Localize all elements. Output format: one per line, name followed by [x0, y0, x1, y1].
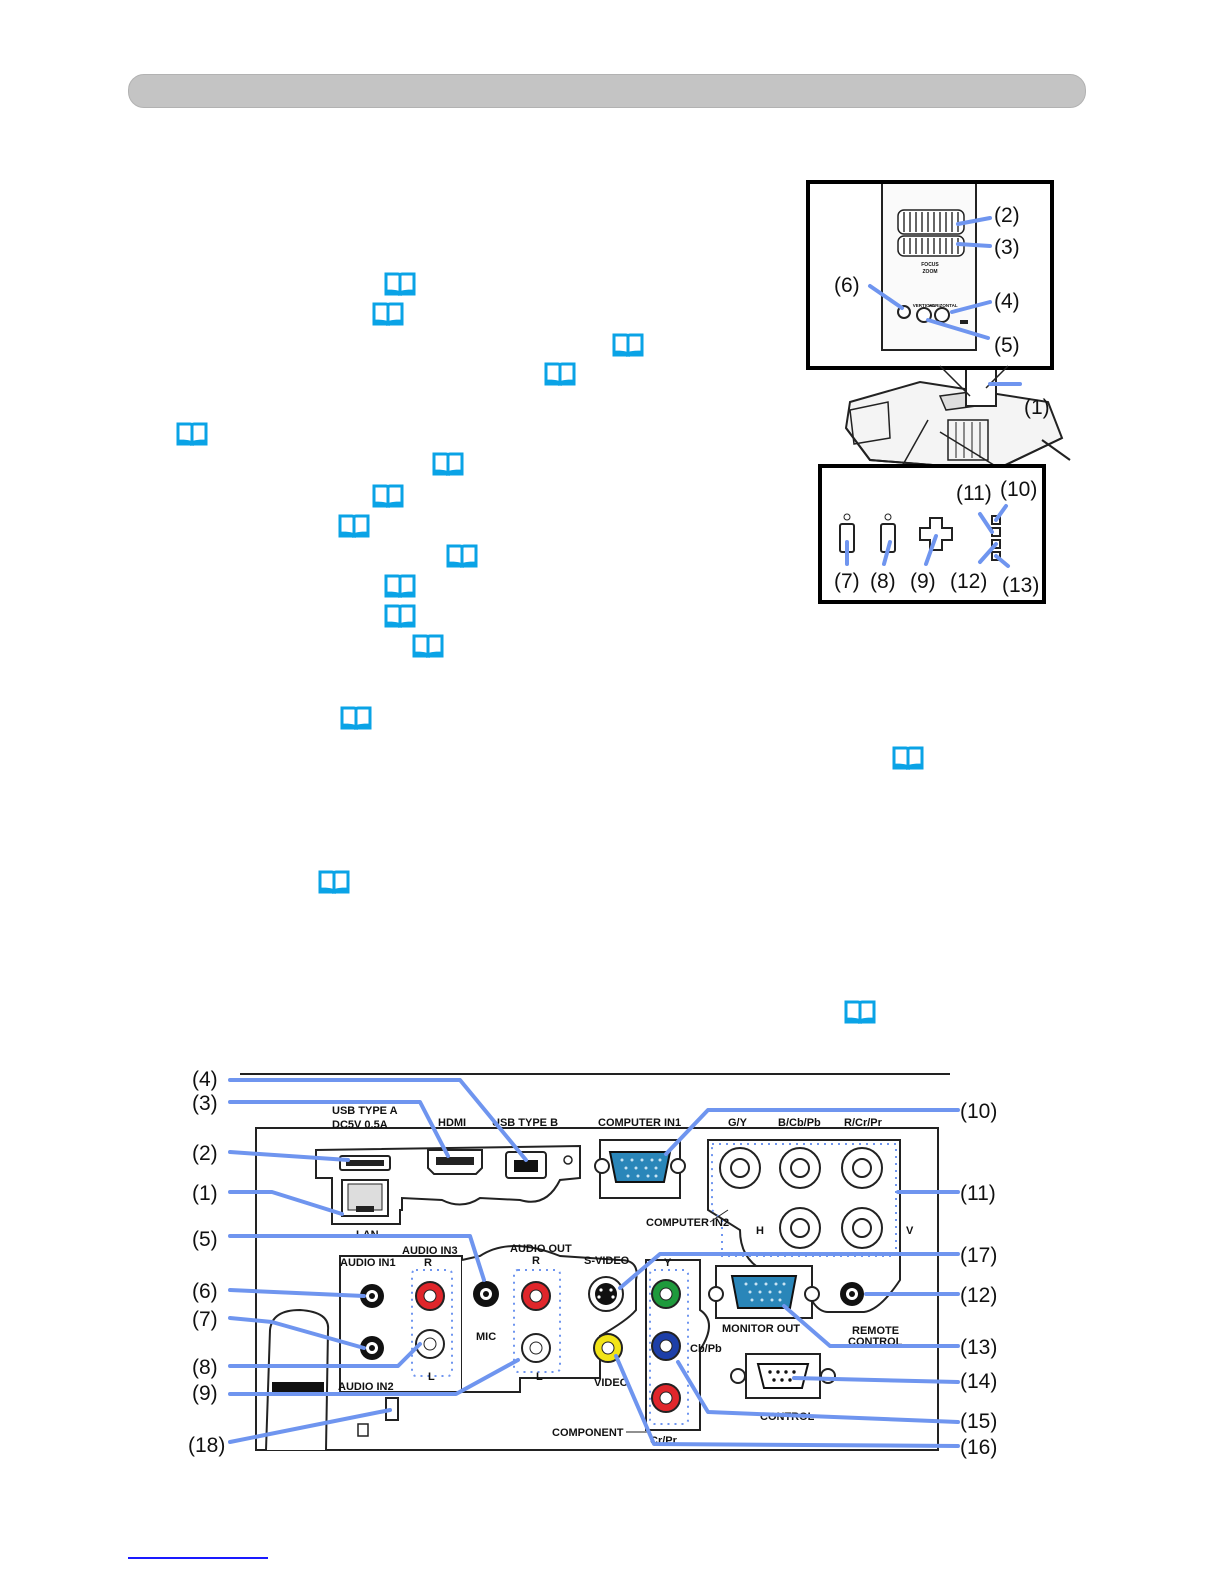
- rear-callout-16: (16): [960, 1436, 997, 1459]
- label-video: VIDEO: [594, 1377, 629, 1389]
- top-callout-7: (7): [834, 570, 860, 593]
- control-panel-inset: [818, 464, 1046, 604]
- label-audio-out: AUDIO OUT: [510, 1243, 572, 1255]
- book-icon[interactable]: [340, 704, 372, 730]
- rear-callout-13: (13): [960, 1336, 997, 1359]
- book-icon[interactable]: [412, 632, 444, 658]
- book-icon[interactable]: [544, 360, 576, 386]
- label-usb-b: USB TYPE B: [492, 1117, 558, 1129]
- horizontal-label: HORIZONTAL: [928, 303, 957, 308]
- label-v: V: [906, 1225, 914, 1237]
- label-component: COMPONENT: [552, 1427, 624, 1439]
- label-bcbpb: B/Cb/Pb: [778, 1117, 821, 1129]
- rear-callout-12: (12): [960, 1284, 997, 1307]
- rear-callout-1: (1): [192, 1182, 218, 1205]
- label-monitor-out: MONITOR OUT: [722, 1323, 800, 1335]
- book-icon[interactable]: [384, 270, 416, 296]
- rear-callout-4: (4): [192, 1068, 218, 1091]
- book-icon[interactable]: [372, 482, 404, 508]
- vertical-label: VERTICAL: [913, 303, 936, 308]
- label-usb-a-rating: DC5V 0.5A: [332, 1119, 388, 1131]
- label-mic: MIC: [476, 1331, 496, 1343]
- rear-callout-6: (6): [192, 1280, 218, 1303]
- bnc-connectors: [719, 1147, 883, 1249]
- rear-callout-2: (2): [192, 1142, 218, 1165]
- footer-link-underline[interactable]: [128, 1557, 268, 1559]
- book-icon[interactable]: [372, 300, 404, 326]
- rear-callout-8: (8): [192, 1356, 218, 1379]
- book-icon[interactable]: [892, 744, 924, 770]
- label-audio-in3: AUDIO IN3: [402, 1245, 458, 1257]
- horizontal-shift-dial[interactable]: [934, 307, 950, 323]
- top-callout-12: (12): [950, 570, 987, 593]
- rear-callout-10: (10): [960, 1100, 997, 1123]
- rear-callout-7: (7): [192, 1308, 218, 1331]
- focus-label: FOCUS: [921, 262, 939, 268]
- label-l1: L: [428, 1371, 435, 1383]
- top-callout-6: (6): [834, 274, 860, 297]
- top-callout-5: (5): [994, 334, 1020, 357]
- label-usb-a: USB TYPE A: [332, 1105, 398, 1117]
- section-title-bar: [128, 74, 1086, 108]
- label-computer-in1: COMPUTER IN1: [598, 1117, 681, 1129]
- label-audio-in2: AUDIO IN2: [338, 1381, 394, 1393]
- kensington-icon: [357, 1423, 369, 1437]
- cursor-buttons[interactable]: [919, 517, 953, 551]
- zoom-label: ZOOM: [923, 269, 938, 275]
- rear-callout-18: (18): [188, 1434, 225, 1457]
- top-callout-11: (11): [956, 482, 992, 505]
- top-callout-9: (9): [910, 570, 936, 593]
- rear-callout-11: (11): [960, 1182, 996, 1205]
- rear-callout-3: (3): [192, 1092, 218, 1115]
- computer-in1-port[interactable]: [608, 1151, 672, 1183]
- top-callout-2: (2): [994, 204, 1020, 227]
- book-icon[interactable]: [384, 602, 416, 628]
- rear-callout-14: (14): [960, 1370, 997, 1393]
- book-icon[interactable]: [844, 998, 876, 1024]
- label-hdmi: HDMI: [438, 1117, 466, 1129]
- top-callout-8: (8): [870, 570, 896, 593]
- book-icon[interactable]: [318, 868, 350, 894]
- label-remote-1: REMOTE: [852, 1325, 899, 1337]
- label-h: H: [756, 1225, 764, 1237]
- rear-callout-9: (9): [192, 1382, 218, 1405]
- rear-panel-figure: USB TYPE A DC5V 0.5A HDMI USB TYPE B COM…: [188, 1068, 997, 1459]
- label-r2: R: [532, 1255, 540, 1267]
- book-icon[interactable]: [338, 512, 370, 538]
- projector-top-figure: FOCUS ZOOM VERTICAL HORIZONTAL: [806, 180, 1071, 604]
- label-l2: L: [536, 1371, 543, 1383]
- label-r1: R: [424, 1257, 432, 1269]
- label-cbpb: Cb/Pb: [690, 1343, 722, 1355]
- top-callout-1: (1): [1024, 396, 1050, 419]
- rear-callout-15: (15): [960, 1410, 997, 1433]
- label-rcrpr: R/Cr/Pr: [844, 1117, 883, 1129]
- book-icon[interactable]: [612, 331, 644, 357]
- rear-callout-17: (17): [960, 1244, 997, 1267]
- top-callout-13: (13): [1002, 574, 1039, 597]
- label-y: Y: [664, 1257, 672, 1269]
- rear-callout-5: (5): [192, 1228, 218, 1251]
- label-audio-in1: AUDIO IN1: [340, 1257, 396, 1269]
- label-computer-in2: COMPUTER IN2: [646, 1217, 729, 1229]
- lens-inset: FOCUS ZOOM VERTICAL HORIZONTAL: [806, 180, 1054, 370]
- top-callout-10: (10): [1000, 478, 1037, 501]
- book-icon[interactable]: [384, 572, 416, 598]
- book-icon[interactable]: [446, 542, 478, 568]
- book-icon[interactable]: [432, 450, 464, 476]
- top-callout-3: (3): [994, 236, 1020, 259]
- control-port[interactable]: [756, 1363, 810, 1389]
- top-callout-4: (4): [994, 290, 1020, 313]
- monitor-out-port[interactable]: [730, 1275, 798, 1309]
- book-icon[interactable]: [176, 420, 208, 446]
- label-gy: G/Y: [728, 1117, 748, 1129]
- label-s-video: S-VIDEO: [584, 1255, 630, 1267]
